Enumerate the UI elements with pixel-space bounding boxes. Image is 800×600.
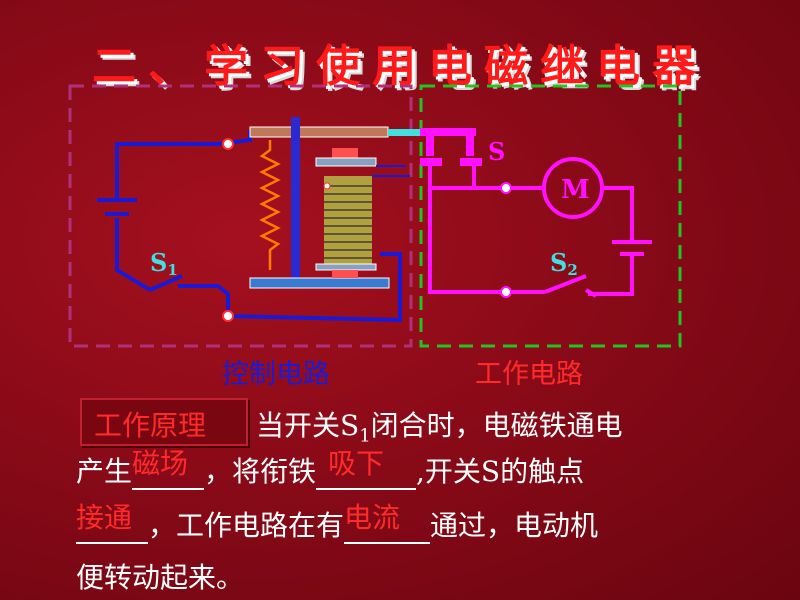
answer-4: 电流 xyxy=(344,501,401,534)
motor-label: M xyxy=(561,175,590,205)
principle-line-2: 产生磁场，将衔铁吸下,开关S的触点 xyxy=(76,447,584,490)
relay-base xyxy=(249,277,390,289)
control-battery xyxy=(97,198,137,216)
label-s1: S1 xyxy=(150,248,178,279)
principle-line-1: 当开关S1闭合时，电磁铁通电 xyxy=(256,409,623,447)
motor-symbol xyxy=(542,157,604,219)
answer-3: 接通 xyxy=(76,501,133,534)
principle-badge-text: 工作原理 xyxy=(94,409,207,442)
electromagnet-bottom-plate xyxy=(315,263,377,271)
electromagnet-coil xyxy=(324,176,372,264)
terminal-2 xyxy=(222,310,234,322)
control-circuit-frame xyxy=(68,84,413,348)
electromagnet-top-cap xyxy=(332,148,358,158)
blank-3: 接通 xyxy=(76,501,148,544)
principle-badge: 工作原理 xyxy=(80,398,248,446)
electromagnet-bottom-cap xyxy=(332,270,358,278)
principle-line-4: 便转动起来。 xyxy=(76,561,245,594)
slide-title: 二、学习使用电磁继电器 xyxy=(92,41,708,92)
spring xyxy=(259,140,281,270)
blank-4: 电流 xyxy=(344,501,431,544)
work-terminal-1 xyxy=(500,182,512,194)
armature-extension xyxy=(388,129,422,136)
principle-line-3: 接通，工作电路在有电流通过，电动机 xyxy=(76,501,598,544)
switch-s2 xyxy=(544,274,598,298)
coil-windings xyxy=(324,185,372,259)
work-wires xyxy=(428,164,634,296)
label-s2: S2 xyxy=(550,248,578,279)
terminal-1 xyxy=(222,138,234,150)
switch-s1 xyxy=(149,274,183,292)
blank-2: 吸下 xyxy=(316,447,417,490)
blank-1: 磁场 xyxy=(132,447,205,490)
coil-terminal xyxy=(323,182,331,190)
answer-1: 磁场 xyxy=(132,447,189,480)
work-circuit-frame xyxy=(419,84,682,348)
answer-2: 吸下 xyxy=(328,447,385,480)
label-s: S xyxy=(488,137,505,166)
relay-contacts-s xyxy=(420,128,482,166)
armature xyxy=(249,126,389,138)
electromagnet-top-plate xyxy=(315,157,377,167)
pivot-post xyxy=(291,117,300,279)
work-circuit-label: 工作电路 xyxy=(475,359,583,390)
work-battery xyxy=(612,240,652,256)
control-circuit-label: 控制电路 xyxy=(222,359,330,390)
work-terminal-2 xyxy=(500,286,512,298)
